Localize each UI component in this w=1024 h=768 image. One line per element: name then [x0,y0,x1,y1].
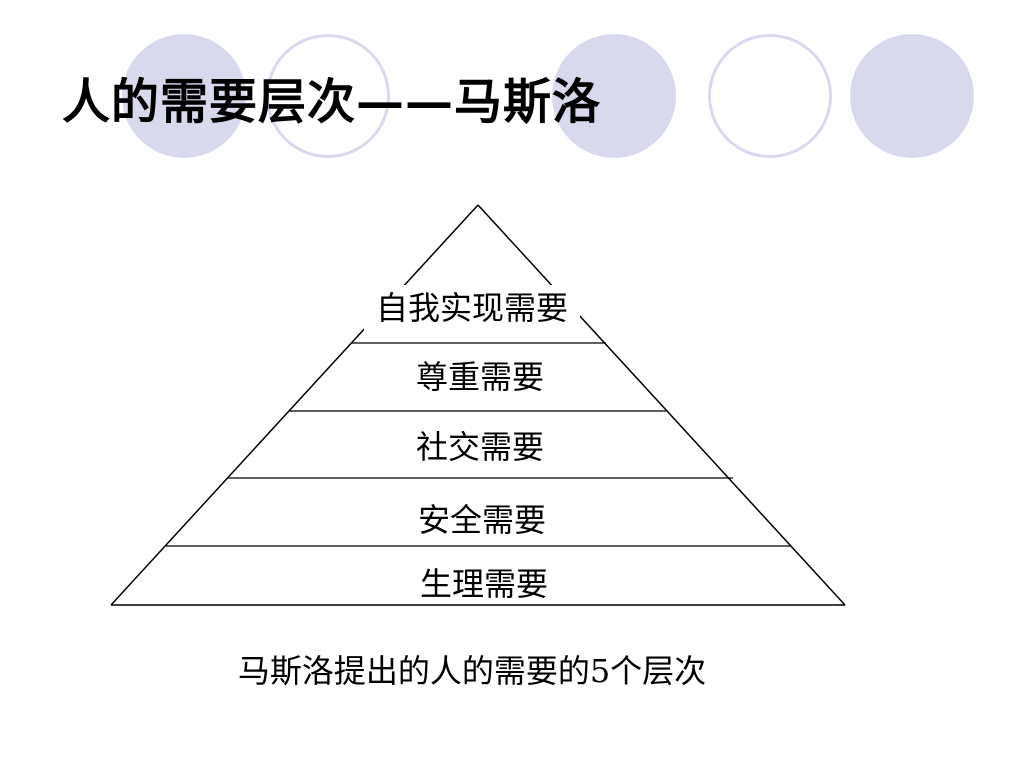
decor-circle [552,34,676,158]
level-physiological: 生理需要 [420,565,548,603]
slide-title: 人的需要层次——马斯洛 [62,74,602,130]
level-self-actualization: 自我实现需要 [376,289,568,327]
level-esteem: 尊重需要 [416,358,544,396]
decor-circle [122,34,246,158]
pyramid-right-edge [477,204,846,606]
pyramid-left-edge [110,204,479,606]
level-safety: 安全需要 [418,501,546,539]
decor-ring [266,34,390,158]
pyramid-caption: 马斯洛提出的人的需要的5个层次 [237,652,707,690]
decor-ring [708,34,832,158]
level-social: 社交需要 [416,428,544,466]
level-label-bg [364,285,580,331]
decor-circle [850,34,974,158]
level-label-bg [406,562,562,604]
